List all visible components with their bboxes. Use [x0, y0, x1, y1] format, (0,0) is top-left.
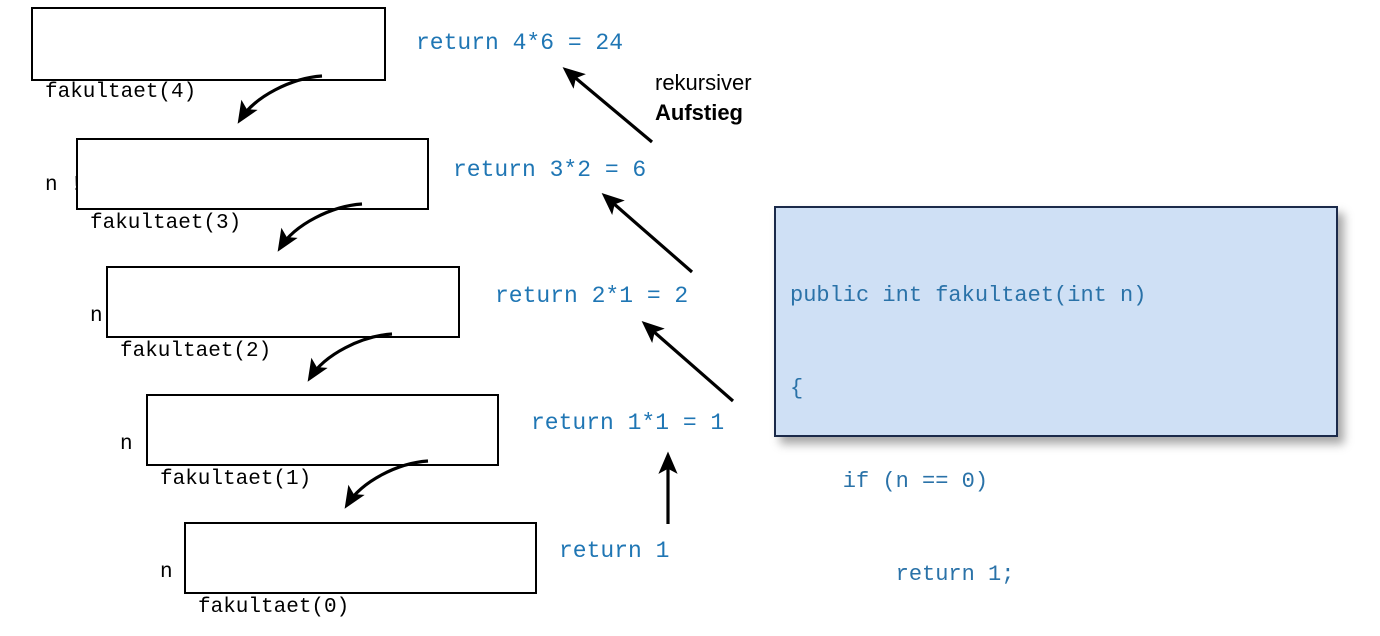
code-line-1: public int fakultaet(int n) [790, 283, 1147, 308]
ascend-arrow-1-to-2 [641, 321, 735, 403]
code-snippet-panel: public int fakultaet(int n) { if (n == 0… [774, 206, 1338, 587]
return-label-24: return 4*6 = 24 [416, 30, 624, 56]
annotation-rekursiver-aufstieg: rekursiver Aufstieg [655, 68, 752, 128]
frame-fakultaet-4: fakultaet(4) n != 0 → fakultaet(3) [31, 7, 386, 197]
frame-fakultaet-0: fakultaet(0) n == 0 → 1 [184, 522, 537, 619]
ascend-arrow-2-to-3 [601, 193, 694, 274]
frame-fakultaet-2-call: fakultaet(2) [120, 340, 272, 363]
return-label-2: return 2*1 = 2 [495, 283, 689, 309]
ascend-arrow-3-to-4 [562, 67, 654, 144]
frame-fakultaet-3: fakultaet(3) n != 0 → fakultaet(2) [76, 138, 429, 328]
annotation-line-2: Aufstieg [655, 100, 743, 125]
frame-fakultaet-2: fakultaet(2) n != 0 → fakultaet(1) [106, 266, 460, 456]
code-line-2: { [790, 376, 804, 401]
frame-fakultaet-1-call: fakultaet(1) [160, 468, 312, 491]
return-label-1: return 1 [559, 538, 670, 564]
annotation-line-1: rekursiver [655, 70, 752, 95]
return-label-6: return 3*2 = 6 [453, 157, 647, 183]
code-line-4: return 1; [790, 562, 1015, 587]
frame-fakultaet-1: fakultaet(1) n != 0 → fakultaet(0) [146, 394, 499, 584]
frame-fakultaet-3-call: fakultaet(3) [90, 212, 242, 235]
code-line-3: if (n == 0) [790, 469, 989, 494]
return-label-1x1: return 1*1 = 1 [531, 410, 725, 436]
frame-fakultaet-4-call: fakultaet(4) [45, 81, 197, 104]
frame-fakultaet-0-call: fakultaet(0) [198, 596, 350, 619]
